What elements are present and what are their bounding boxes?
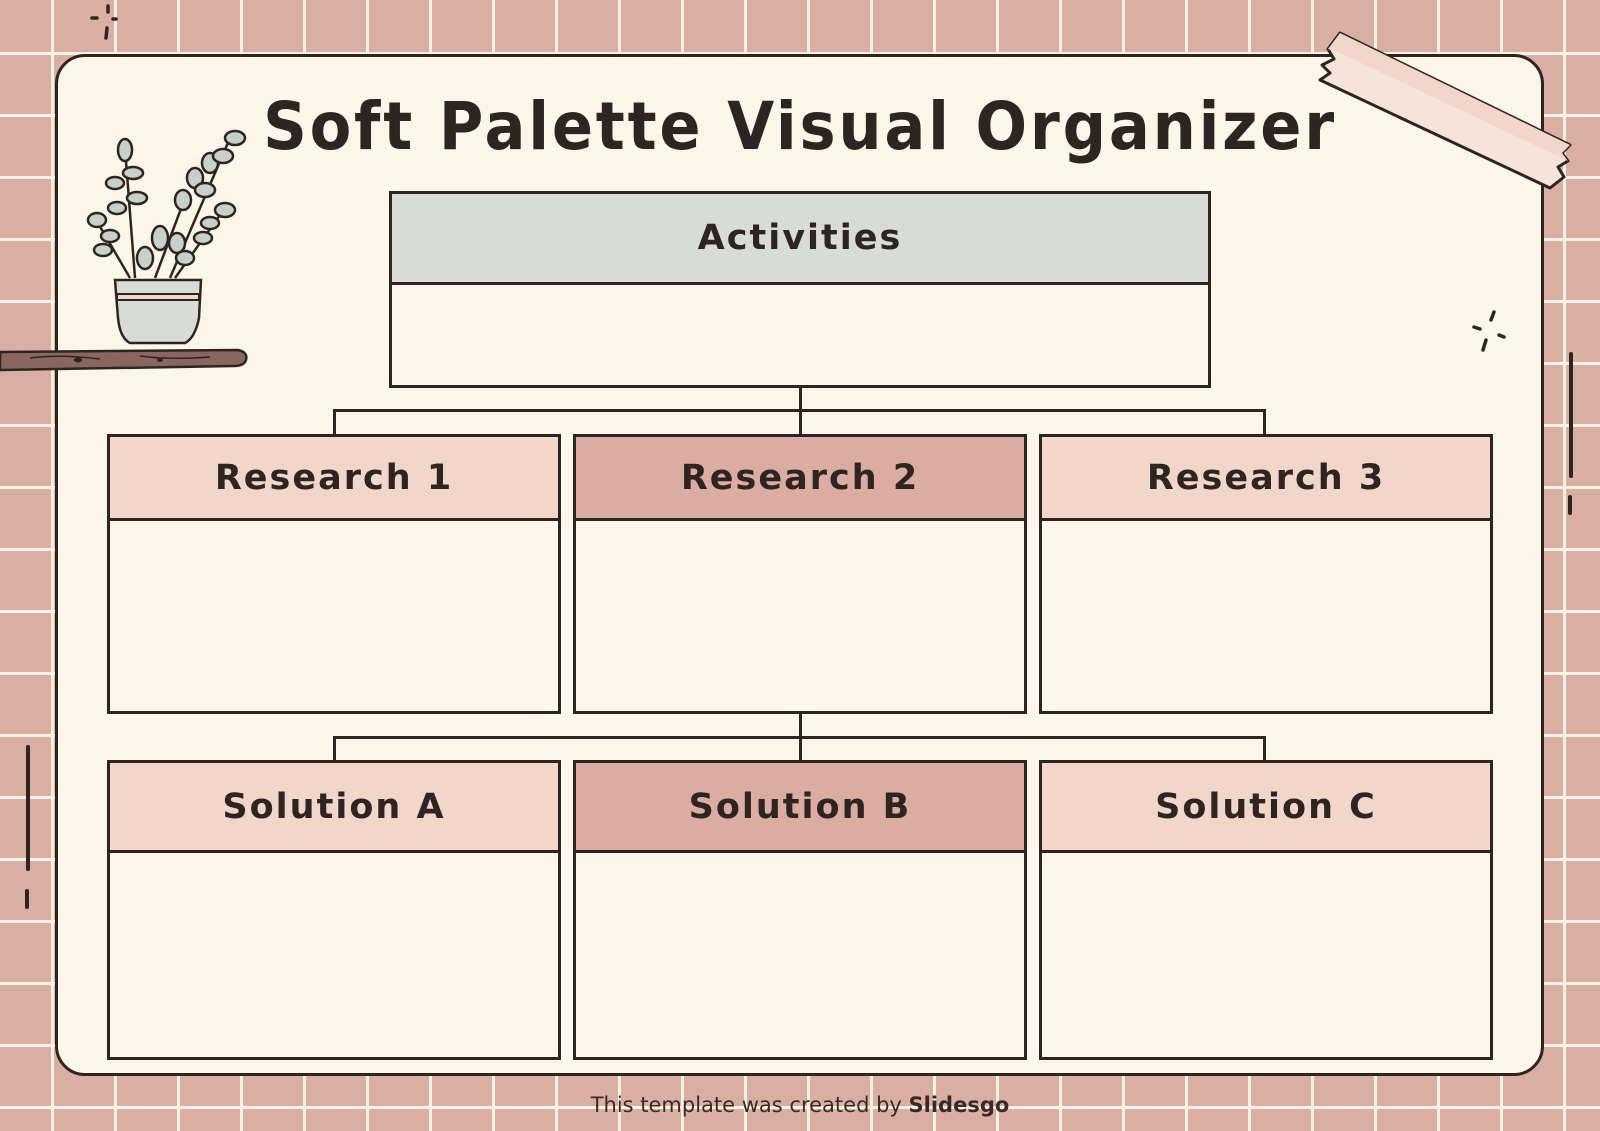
research-box-1[interactable]: Research 1 — [107, 434, 561, 714]
sparkle-icon — [88, 4, 128, 44]
solution-header-b: Solution B — [576, 763, 1024, 853]
footer-prefix: This template was created by — [590, 1093, 902, 1117]
connector — [799, 409, 802, 436]
solution-box-c[interactable]: Solution C — [1039, 760, 1493, 1060]
line-doodle — [25, 889, 29, 909]
activities-header: Activities — [392, 194, 1208, 285]
sparkle-icon — [1470, 310, 1510, 360]
footer-credit: This template was created by Slidesgo — [0, 1093, 1600, 1117]
connector — [799, 387, 802, 412]
research-box-3[interactable]: Research 3 — [1039, 434, 1493, 714]
connector — [1263, 409, 1266, 436]
footer-brand-link[interactable]: Slidesgo — [908, 1093, 1010, 1117]
research-box-2[interactable]: Research 2 — [573, 434, 1027, 714]
connector — [1263, 736, 1266, 762]
research-header-1: Research 1 — [110, 437, 558, 521]
connector — [333, 409, 336, 436]
tape-icon — [1310, 25, 1580, 195]
connector — [799, 736, 802, 762]
solution-header-a: Solution A — [110, 763, 558, 853]
line-doodle — [26, 745, 30, 871]
solution-box-b[interactable]: Solution B — [573, 760, 1027, 1060]
solution-box-a[interactable]: Solution A — [107, 760, 561, 1060]
connector — [333, 736, 336, 762]
line-doodle — [1568, 495, 1572, 515]
research-header-2: Research 2 — [576, 437, 1024, 521]
plant-icon — [85, 128, 255, 353]
research-header-3: Research 3 — [1042, 437, 1490, 521]
page-title: Soft Palette Visual Organizer — [263, 88, 1337, 165]
activities-box[interactable]: Activities — [389, 191, 1211, 388]
line-doodle — [1569, 352, 1573, 478]
shelf-icon — [0, 348, 248, 372]
solution-header-c: Solution C — [1042, 763, 1490, 853]
connector — [799, 713, 802, 738]
